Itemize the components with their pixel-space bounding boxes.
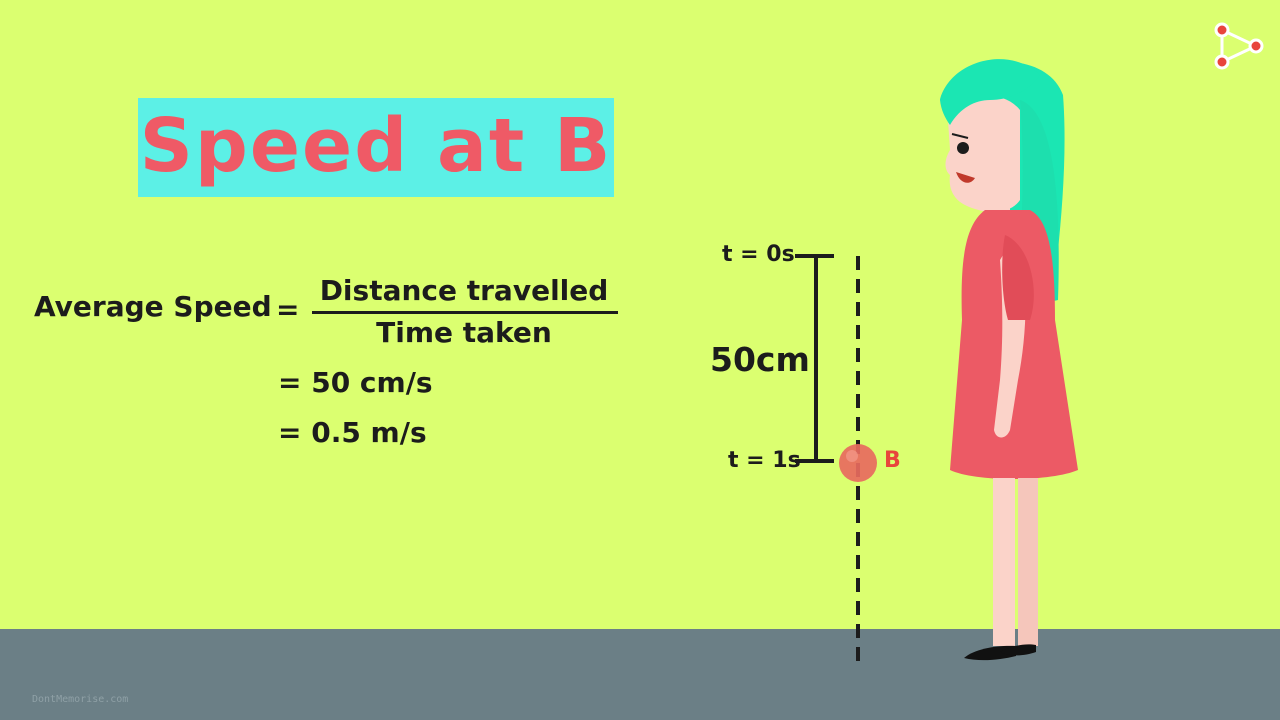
fraction-denominator: Time taken	[376, 316, 552, 349]
fraction-bar	[312, 311, 618, 314]
watermark: DontMemorise.com	[32, 694, 129, 705]
play-triangle-logo-icon	[1214, 22, 1264, 70]
time-start-label: t = 0s	[722, 242, 795, 267]
floor	[0, 629, 1280, 720]
result-cm-per-s: = 50 cm/s	[278, 366, 433, 399]
page-title: Speed at B	[139, 102, 613, 189]
measurement-bracket	[795, 254, 834, 463]
equals-sign: =	[276, 293, 300, 326]
time-end-label: t = 1s	[728, 448, 801, 473]
ball	[839, 444, 877, 482]
title-box: Speed at B	[138, 98, 614, 197]
result-m-per-s: = 0.5 m/s	[278, 416, 427, 449]
point-b-label: B	[884, 448, 901, 473]
distance-label: 50cm	[710, 340, 810, 379]
girl-illustration	[940, 59, 1078, 661]
fraction-numerator: Distance travelled	[319, 274, 609, 307]
formula-label: Average Speed	[34, 290, 272, 323]
